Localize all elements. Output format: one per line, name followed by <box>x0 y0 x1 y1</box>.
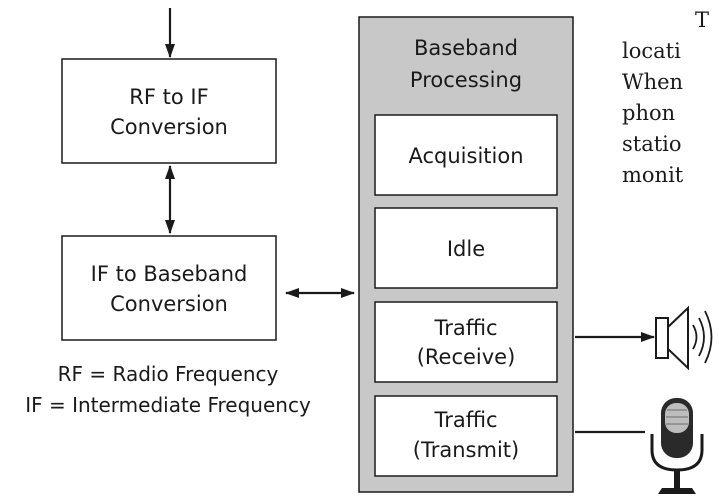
legend-if: IF = Intermediate Frequency <box>25 393 311 417</box>
paragraph-line-4: phon <box>622 101 675 125</box>
traffic-transmit-label-1: Traffic <box>433 408 497 432</box>
state-traffic-transmit: Traffic (Transmit) <box>374 395 558 477</box>
rf-to-if-block: RF to IF Conversion <box>61 58 277 164</box>
if-to-baseband-block: IF to Baseband Conversion <box>61 235 277 341</box>
traffic-receive-label-1: Traffic <box>433 316 497 340</box>
baseband-title-1: Baseband <box>414 36 518 60</box>
traffic-receive-label-2: (Receive) <box>417 345 516 369</box>
if-to-baseband-label-1: IF to Baseband <box>91 262 248 286</box>
rf-to-if-label-1: RF to IF <box>129 85 208 109</box>
if-to-baseband-label-2: Conversion <box>110 292 228 316</box>
state-traffic-receive: Traffic (Receive) <box>374 301 558 383</box>
microphone-icon <box>650 398 704 494</box>
paragraph-line-6: monit <box>622 163 684 187</box>
speaker-icon <box>655 305 713 371</box>
state-acquisition: Acquisition <box>374 114 558 196</box>
cropped-paragraph: T locati When phon statio monit <box>622 8 709 187</box>
baseband-title-2: Processing <box>410 68 522 92</box>
paragraph-line-3: When <box>622 70 683 94</box>
paragraph-line-1: T <box>695 8 709 32</box>
rf-to-if-label-2: Conversion <box>110 115 228 139</box>
state-idle-label: Idle <box>447 237 485 261</box>
baseband-processing-block: Baseband Processing Acquisition Idle Tra… <box>358 16 574 493</box>
legend-rf: RF = Radio Frequency <box>58 362 279 386</box>
paragraph-line-5: statio <box>622 132 682 156</box>
state-idle: Idle <box>374 207 558 289</box>
state-acquisition-label: Acquisition <box>408 144 523 168</box>
paragraph-line-2: locati <box>622 39 681 63</box>
traffic-transmit-label-2: (Transmit) <box>413 438 519 462</box>
